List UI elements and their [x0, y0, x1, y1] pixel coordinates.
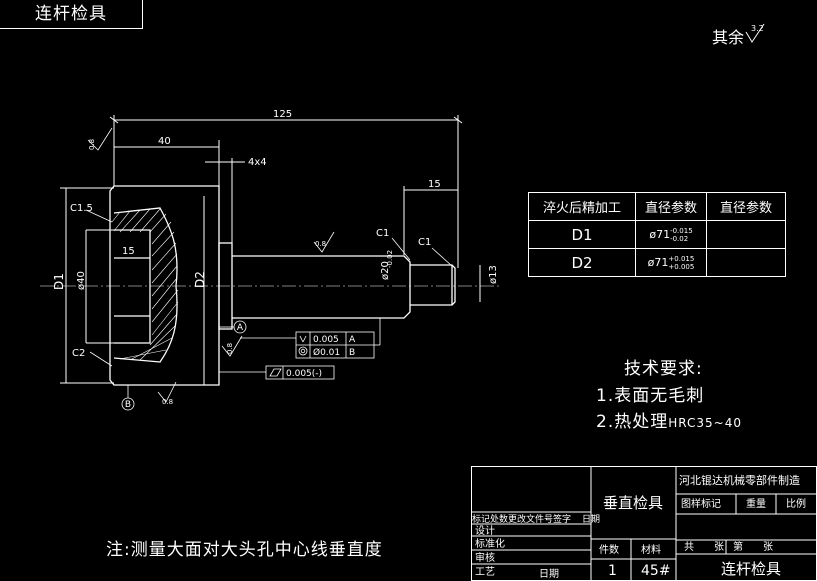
- shaft: [232, 255, 411, 319]
- dim-shaft-tol: -0.02: [386, 250, 394, 268]
- roughness-marks: [87, 127, 335, 403]
- chamfer-c2: C2: [72, 348, 85, 359]
- datum-a: A: [237, 323, 244, 333]
- chamfer-c15: C1.5: [70, 203, 93, 214]
- param-row-value: ø71+0.015+0.005: [635, 248, 707, 277]
- gdt-perp-datum: A: [349, 335, 356, 345]
- datum-b: B: [125, 400, 131, 410]
- material-value: 45#: [641, 563, 671, 579]
- dim-collar: 4x4: [248, 157, 267, 168]
- drawing-name: 连杆检具: [721, 560, 782, 578]
- param-header-1: 淬火后精加工: [528, 192, 636, 221]
- param-header-3: 直径参数: [706, 192, 786, 221]
- param-row-name: D2: [528, 248, 636, 277]
- stage-header: 重量: [746, 499, 766, 510]
- qty-label: 件数: [599, 545, 619, 556]
- dim-inner-step: 15: [122, 246, 135, 257]
- stage-header: 图样标记: [681, 499, 721, 510]
- param-row-extra: [706, 248, 786, 277]
- dim-bore: ø40: [76, 271, 87, 290]
- param-row-name: D1: [528, 220, 636, 249]
- company-name: 河北锟达机械零部件制造: [679, 474, 800, 487]
- param-row-extra: [706, 220, 786, 249]
- roughness-other-value: 3.2: [751, 24, 764, 33]
- role-standard: 标准化: [475, 539, 505, 550]
- gdt-conc-datum: B: [349, 348, 355, 358]
- ra-2: 0.8: [315, 240, 326, 248]
- datum-a-icon: [233, 320, 247, 334]
- requirements-title: 技术要求:: [624, 359, 703, 379]
- parameter-table: 淬火后精加工 直径参数 直径参数 D1 ø71-0.015-0.02 D2 ø7…: [528, 192, 786, 277]
- chamfer-c1-b: C1: [418, 237, 431, 248]
- head-outline: [109, 185, 220, 386]
- ra-3: 0.8: [226, 343, 234, 354]
- datum-b-icon: [121, 397, 135, 411]
- title-block: 标记处数更改文件号签字 日期 设计 标准化 审核 工艺 日期 垂直检具 件数 材…: [471, 466, 817, 581]
- drawing-title: 连杆检具: [0, 0, 143, 29]
- requirement-item: 2.热处理HRC35~40: [596, 412, 742, 432]
- dim-d1: D1: [52, 273, 66, 290]
- gdt-conc-value: Ø0.01: [313, 347, 340, 358]
- tip: [410, 264, 456, 306]
- ra-1: 0.8: [88, 139, 96, 150]
- roughness-other-label: 其余: [712, 28, 745, 47]
- drawing-note: 注:测量大面对大头孔中心线垂直度: [106, 540, 383, 560]
- dim-total: 125: [273, 109, 292, 120]
- sheet-total: 共张: [684, 542, 724, 553]
- flatness-frame: [265, 365, 335, 380]
- part-name: 垂直检具: [603, 494, 664, 512]
- role-review: 审核: [475, 553, 495, 564]
- rev-headers: 标记处数更改文件号签字 日期: [472, 515, 600, 525]
- gdt-perp-value: 0.005: [313, 335, 339, 345]
- dim-shaft: ø20: [380, 261, 391, 280]
- role-design: 设计: [475, 526, 495, 537]
- ra-4: 0.8: [162, 398, 173, 406]
- surface-roughness-note: 其余: [712, 24, 744, 48]
- dim-head: 40: [158, 136, 171, 147]
- gdt-flat-value: 0.005(-): [286, 369, 322, 379]
- stage-header: 比例: [786, 499, 806, 510]
- param-header-2: 直径参数: [635, 192, 707, 221]
- param-row-value: ø71-0.015-0.02: [635, 220, 707, 249]
- material-label: 材料: [641, 545, 661, 556]
- sheet-number: 第张: [733, 542, 773, 553]
- requirement-item: 1.表面无毛刺: [596, 386, 705, 406]
- dim-tip: ø13: [488, 265, 499, 284]
- date-label: 日期: [539, 569, 559, 580]
- dim-tail: 15: [428, 179, 441, 190]
- qty-value: 1: [608, 563, 617, 579]
- hrc-value: HRC35~40: [668, 416, 742, 430]
- role-process: 工艺: [475, 567, 495, 578]
- chamfer-c1-a: C1: [376, 228, 389, 239]
- roughness-symbol-icon: 3.2: [745, 23, 765, 43]
- dim-d2: D2: [193, 271, 207, 288]
